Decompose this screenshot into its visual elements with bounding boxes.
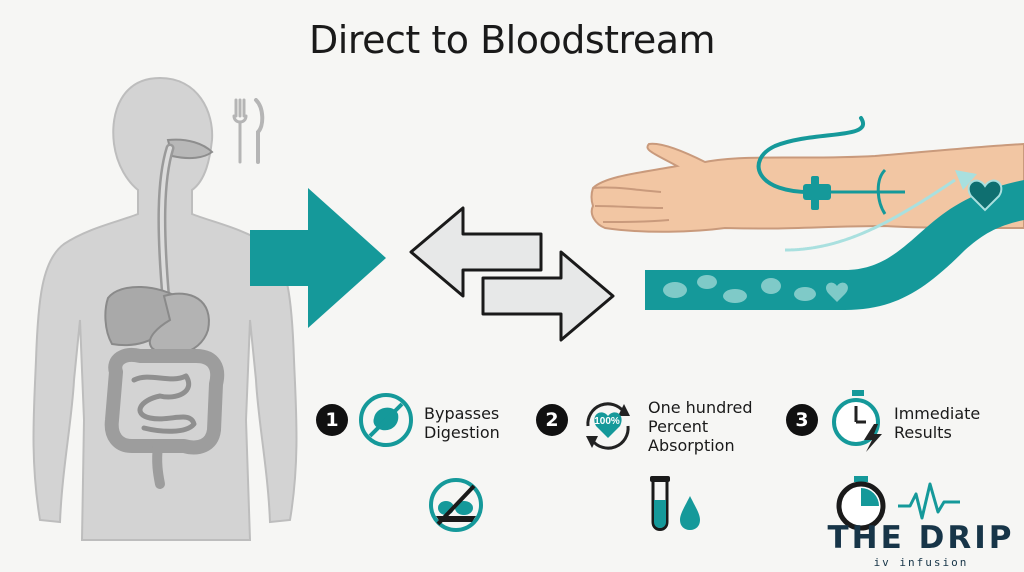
- brand-tagline: iv infusion: [873, 556, 969, 569]
- fingers: [592, 186, 670, 223]
- fork-knife-icon: [232, 98, 265, 164]
- step-1-label: Bypasses Digestion: [424, 404, 500, 442]
- full-absorption-icon: [586, 402, 630, 450]
- mouth-nose-region: [166, 138, 214, 160]
- no-food-icon: [429, 478, 483, 532]
- human-body-digestive-figure: [32, 76, 298, 541]
- heart-organ-icon: [967, 179, 1003, 212]
- step-number-1: 1: [316, 404, 348, 436]
- step-number-3: 3: [786, 404, 818, 436]
- iv-catheter: [831, 168, 905, 215]
- heart-icon: [826, 282, 848, 302]
- heartbeat-line-icon: [898, 482, 960, 520]
- no-digestion-icon: [359, 393, 413, 447]
- step-number-2: 2: [536, 404, 568, 436]
- iv-tube: [756, 116, 865, 195]
- stopwatch-lightning-icon: [832, 390, 882, 452]
- brand-logo-name: THE DRIP: [827, 520, 1015, 556]
- small-intestine: [131, 373, 197, 434]
- esophagus-inner: [159, 146, 172, 302]
- test-tube-drop-icon: [650, 476, 700, 531]
- arm-iv-bloodstream-illustration: [590, 116, 1024, 310]
- rectum: [152, 441, 165, 489]
- stopwatch-icon: [836, 476, 886, 531]
- step-2-label: One hundred Percent Absorption: [648, 398, 753, 455]
- teal-right-arrow-icon: [250, 188, 386, 328]
- blood-stream-band: [645, 180, 1024, 310]
- blood-cells: [663, 275, 816, 303]
- page-title: Direct to Bloodstream: [309, 18, 716, 62]
- absorption-badge: 100%: [594, 416, 620, 427]
- large-intestine: [104, 348, 225, 455]
- step-3-label: Immediate Results: [894, 404, 981, 442]
- exchange-arrows-icon: [409, 206, 615, 342]
